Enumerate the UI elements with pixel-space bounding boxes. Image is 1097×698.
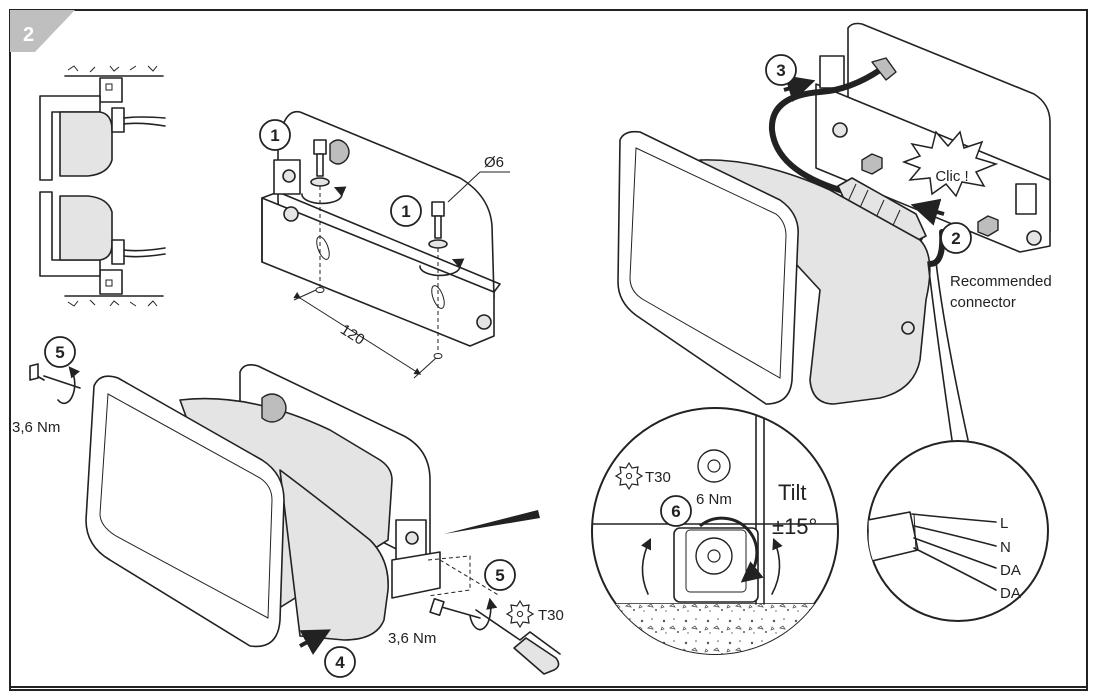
torque-detail-label: 6 Nm (696, 491, 732, 508)
callout-4 (324, 646, 356, 678)
torx-icon (505, 599, 535, 629)
bracket-drawing (261, 110, 510, 379)
callout-3-number: 3 (776, 61, 785, 80)
callout-3 (765, 54, 797, 86)
clic-burst (901, 130, 999, 198)
luminaire-connected (617, 22, 1051, 441)
step-badge-number: 2 (23, 24, 34, 46)
callout-5a (44, 336, 76, 368)
step-badge: 2 (10, 10, 75, 52)
callout-4-number: 4 (335, 653, 345, 672)
callout-1a-number: 1 (270, 126, 279, 145)
wire-label-n: N (1000, 539, 1011, 556)
recommended-connector-line2: connector (950, 294, 1016, 311)
hole-spacing-label: 120 (337, 321, 367, 349)
callout-5b-number: 5 (495, 566, 504, 585)
orientation-floor (39, 191, 166, 307)
bolt-diameter-label: Ø6 (484, 154, 504, 171)
wiring-detail: L N DA DA (867, 440, 1049, 622)
callout-5a-number: 5 (55, 343, 64, 362)
callout-5b (484, 559, 516, 591)
torx-detail-label: T30 (645, 469, 671, 486)
wire-label-l: L (1000, 515, 1008, 532)
tilt-value: ±15° (772, 514, 817, 539)
callout-1a (259, 119, 291, 151)
wire-label-da2: DA (1000, 585, 1021, 602)
callout-6 (660, 495, 692, 527)
callout-2 (940, 222, 972, 254)
orientation-ceiling (39, 65, 166, 181)
torx-bottom-label: T30 (538, 607, 564, 624)
tilt-title: Tilt (778, 480, 807, 505)
clic-label: Clic ! (935, 168, 968, 185)
frame-border (9, 9, 1088, 691)
torque-bottom-label: 3,6 Nm (388, 630, 436, 647)
callout-2-number: 2 (951, 229, 960, 248)
recommended-connector-line1: Recommended (950, 273, 1052, 290)
callout-6-number: 6 (671, 502, 680, 521)
callout-1b-number: 1 (401, 202, 410, 221)
callout-1b (390, 195, 422, 227)
torque-left-label: 3,6 Nm (12, 419, 60, 436)
luminaire-assembly (29, 363, 561, 675)
wire-label-da1: DA (1000, 562, 1021, 579)
torx-detail-icon (614, 461, 644, 491)
